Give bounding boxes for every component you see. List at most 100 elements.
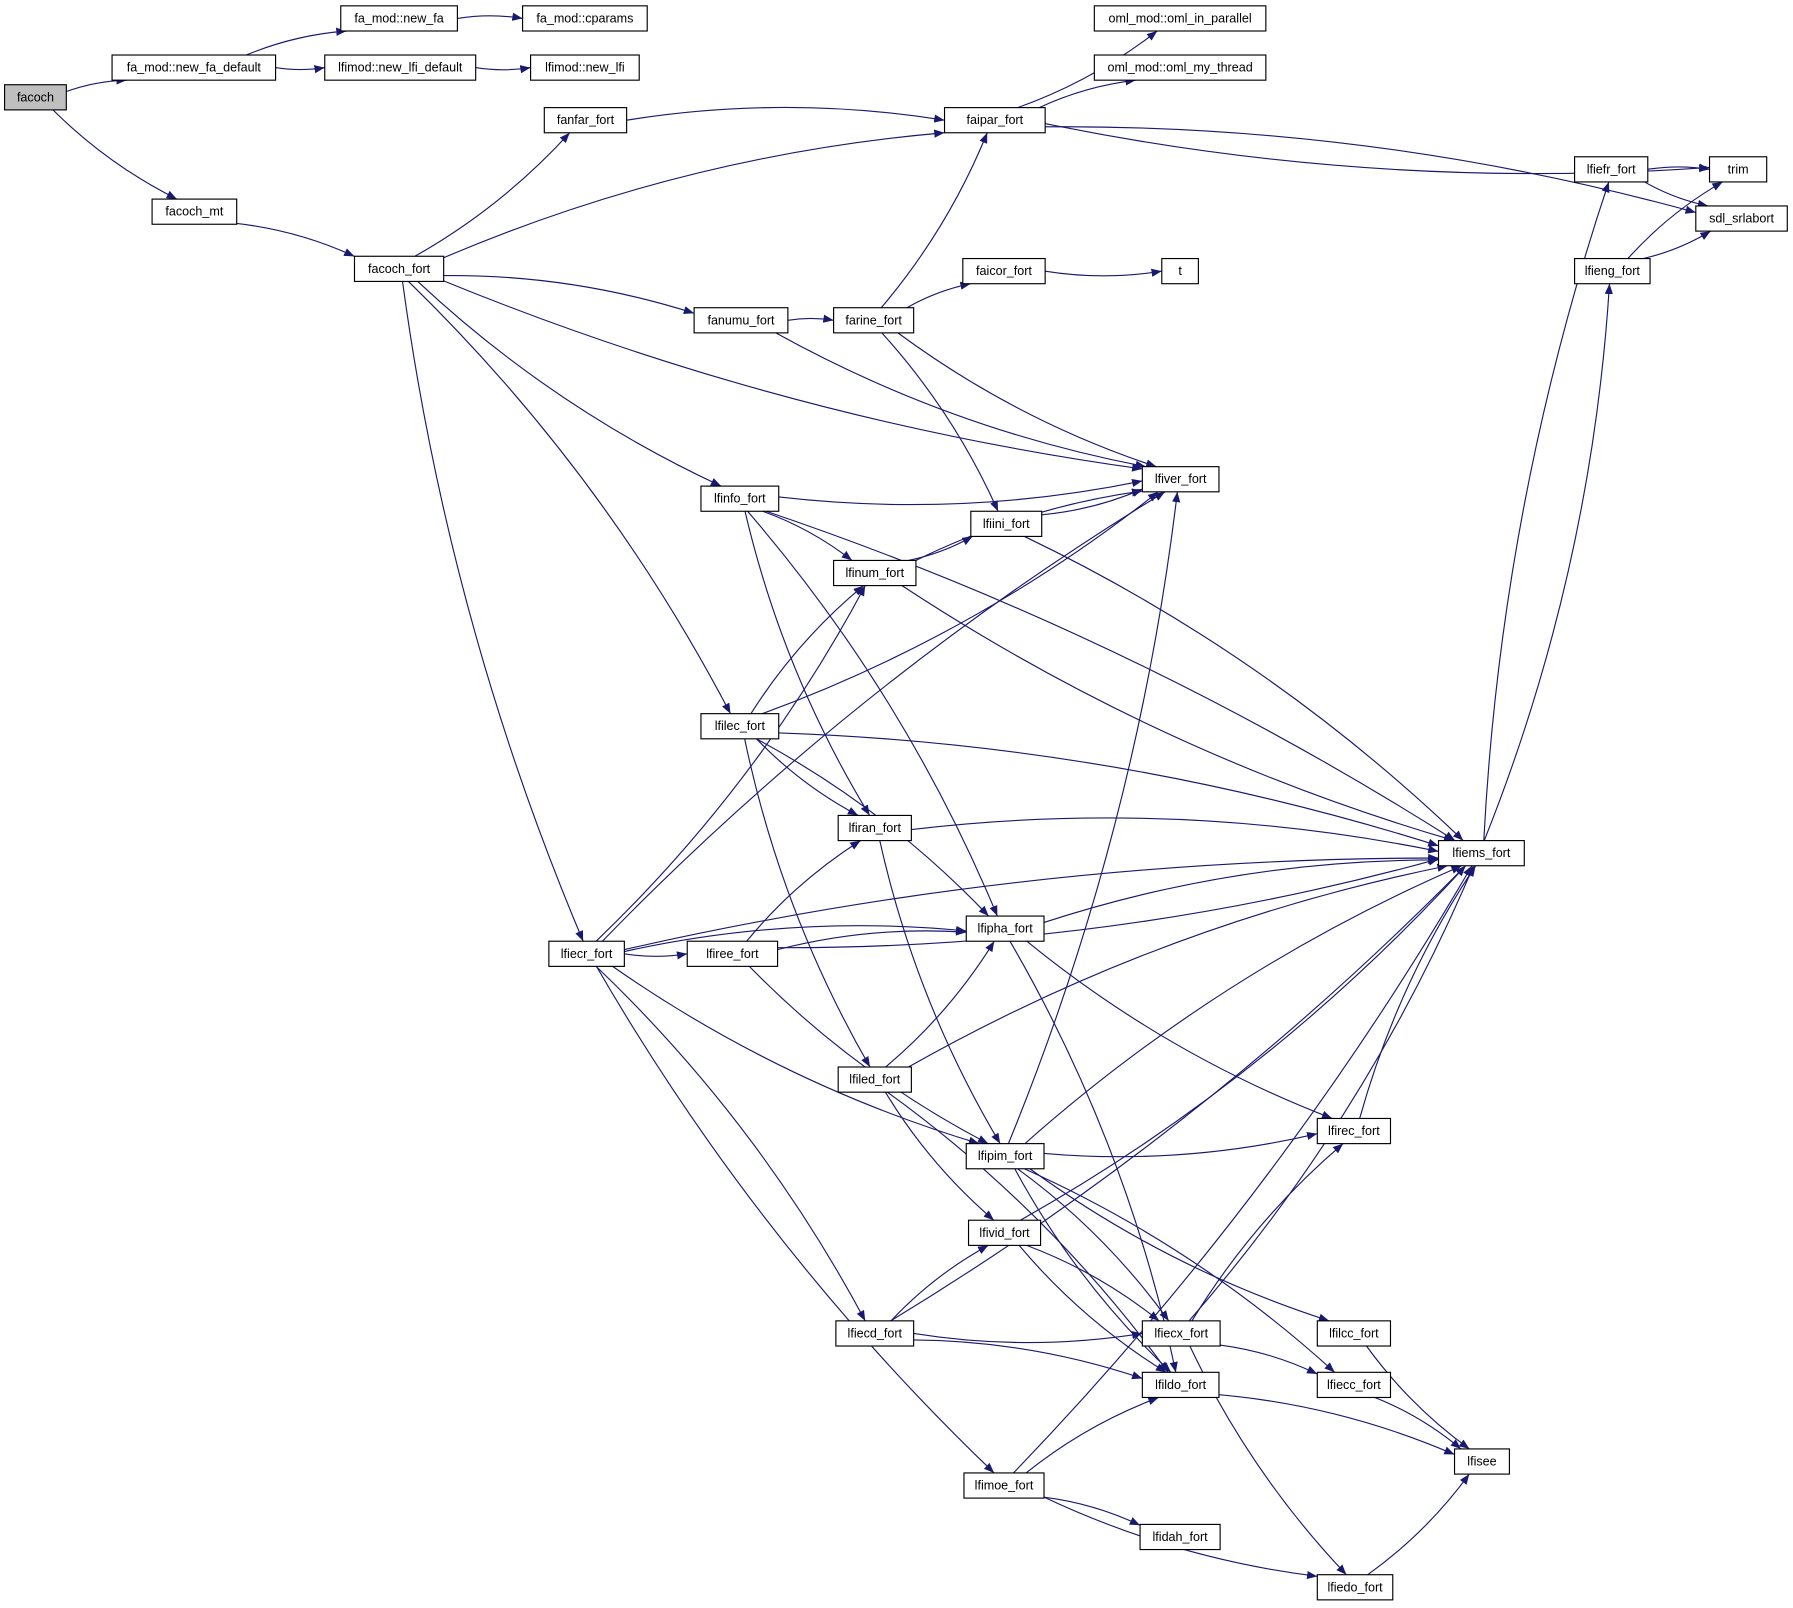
node-lfiecr-fort[interactable]: lfiecr_fort <box>548 940 625 967</box>
edge-farine-fort-to-lfiver-fort <box>897 332 1157 468</box>
edge-fa-mod-new-fa-default-to-fa-mod-new-fa <box>246 27 347 56</box>
edge-lfimod-new-lfi-default-to-lfimod-new-lfi <box>475 65 531 74</box>
node-lfiver-fort[interactable]: lfiver_fort <box>1141 466 1220 493</box>
node-faipar-fort[interactable]: faipar_fort <box>943 107 1046 134</box>
edge-lfipim-fort-to-lfildo-fort <box>1014 1168 1172 1373</box>
edge-fanfar-fort-to-faipar-fort <box>626 106 945 123</box>
edge-lfiecd-fort-to-lfivid-fort <box>890 1244 989 1322</box>
edge-lfinum-fort-to-lfiini-fort <box>908 535 973 561</box>
node-lfiecx-fort[interactable]: lfiecx_fort <box>1141 1320 1221 1347</box>
node-box <box>1437 840 1525 867</box>
node-label: lfiefr_fort <box>1587 162 1636 176</box>
edge-lfiree-fort-to-lfipim-fort <box>748 965 989 1145</box>
edge-lfiecd-fort-to-lfildo-fort <box>913 1339 1143 1380</box>
edge-lfiled-fort-to-lfiems-fort <box>908 863 1448 1068</box>
edge-lfiled-fort-to-lfivid-fort <box>884 1091 995 1221</box>
edge-lfiecr-fort-to-lfipim-fort <box>612 965 980 1145</box>
node-box <box>1139 1523 1221 1551</box>
edge-lfinfo-fort-to-lfiran-fort <box>744 511 871 816</box>
node-label: faipar_fort <box>967 113 1024 127</box>
node-lfilcc-fort[interactable]: lfilcc_fort <box>1316 1320 1392 1347</box>
node-box <box>340 5 458 32</box>
node-oml-mod-oml-in-parallel[interactable]: oml_mod::oml_in_parallel <box>1093 5 1267 32</box>
node-label: lfiecd_fort <box>848 1326 903 1340</box>
edge-lfivid-fort-to-lfildo-fort <box>1018 1245 1167 1373</box>
node-lfiran-fort[interactable]: lfiran_fort <box>837 814 912 842</box>
node-box <box>965 915 1045 942</box>
node-lfildo-fort[interactable]: lfildo_fort <box>1141 1371 1220 1399</box>
node-lfiedo-fort[interactable]: lfiedo_fort <box>1316 1574 1394 1601</box>
node-box <box>1141 1371 1220 1399</box>
node-box <box>833 307 915 334</box>
edges-layer <box>52 12 1723 1580</box>
node-trim[interactable]: trim <box>1708 156 1768 183</box>
edge-lfilec-fort-to-lfinum-fort <box>750 585 865 714</box>
edge-lfildo-fort-to-lfisee <box>1218 1394 1455 1456</box>
node-box <box>530 54 640 81</box>
node-fa-mod-new-fa[interactable]: fa_mod::new_fa <box>340 5 458 32</box>
node-t[interactable]: t <box>1161 257 1199 285</box>
node-label: fa_mod::new_fa_default <box>127 61 262 75</box>
edge-lfipim-fort-to-lfiecx-fort <box>1017 1168 1170 1322</box>
edge-lfiree-fort-to-lfiran-fort <box>746 840 861 942</box>
node-lfinum-fort[interactable]: lfinum_fort <box>833 559 917 587</box>
node-facoch-fort[interactable]: facoch_fort <box>353 255 445 282</box>
node-box <box>324 54 477 81</box>
node-lfimoe-fort[interactable]: lfimoe_fort <box>963 1472 1045 1499</box>
node-lfieng-fort[interactable]: lfieng_fort <box>1574 257 1651 285</box>
node-lfidah-fort[interactable]: lfidah_fort <box>1139 1523 1221 1551</box>
node-facoch[interactable]: facoch <box>4 84 67 111</box>
edge-lfilec-fort-to-lfiver-fort <box>762 491 1159 715</box>
edge-lfinfo-fort-to-lfipha-fort <box>747 510 998 917</box>
node-lfiefr-fort[interactable]: lfiefr_fort <box>1574 156 1649 183</box>
node-fanfar-fort[interactable]: fanfar_fort <box>543 107 628 134</box>
node-box <box>686 940 779 967</box>
node-lfinfo-fort[interactable]: lfinfo_fort <box>700 485 780 512</box>
node-fa-mod-new-fa-default[interactable]: fa_mod::new_fa_default <box>111 54 277 81</box>
edge-facoch-fort-to-lfiver-fort <box>443 280 1143 472</box>
edge-lfiecc-fort-to-lfisee <box>1374 1396 1462 1450</box>
node-lfirec-fort[interactable]: lfirec_fort <box>1316 1117 1392 1145</box>
edge-farine-fort-to-faipar-fort <box>880 132 988 309</box>
node-farine-fort[interactable]: farine_fort <box>833 307 915 334</box>
edge-facoch-to-fa-mod-new-fa-default <box>66 76 127 93</box>
node-sdl-srlabort[interactable]: sdl_srlabort <box>1695 205 1788 232</box>
node-lfimod-new-lfi[interactable]: lfimod::new_lfi <box>530 54 640 81</box>
node-lfipim-fort[interactable]: lfipim_fort <box>965 1143 1045 1170</box>
node-lfiled-fort[interactable]: lfiled_fort <box>837 1066 912 1093</box>
node-fanumu-fort[interactable]: fanumu_fort <box>693 307 789 334</box>
node-oml-mod-oml-my-thread[interactable]: oml_mod::oml_my_thread <box>1093 54 1267 81</box>
edge-lfiree-fort-to-lfipha-fort <box>777 927 967 951</box>
node-label: lfiree_fort <box>706 947 759 961</box>
node-label: lfipha_fort <box>978 922 1034 936</box>
node-lfiini-fort[interactable]: lfiini_fort <box>970 510 1043 537</box>
edge-lfiecx-fort-to-lfiems-fort <box>1188 865 1475 1322</box>
node-lfimod-new-lfi-default[interactable]: lfimod::new_lfi_default <box>324 54 477 81</box>
node-lfiecd-fort[interactable]: lfiecd_fort <box>835 1320 915 1347</box>
edge-facoch-to-facoch-mt <box>52 109 178 200</box>
node-lfivid-fort[interactable]: lfivid_fort <box>967 1219 1042 1246</box>
node-label: lfiled_fort <box>849 1073 900 1087</box>
node-lfilec-fort[interactable]: lfilec_fort <box>700 713 780 740</box>
edge-lfimoe-fort-to-lfildo-fort <box>1025 1396 1159 1474</box>
node-facoch-mt[interactable]: facoch_mt <box>151 198 238 225</box>
node-label: lfiems_fort <box>1452 846 1510 860</box>
node-box <box>548 940 625 967</box>
edge-lfiecr-fort-to-lfiems-fort <box>624 853 1439 951</box>
node-lfiree-fort[interactable]: lfiree_fort <box>686 940 779 967</box>
node-label: fa_mod::new_fa <box>354 11 443 25</box>
node-label: facoch_mt <box>165 205 223 219</box>
node-fa-mod-cparams[interactable]: fa_mod::cparams <box>522 5 648 32</box>
node-label: fanumu_fort <box>707 313 775 327</box>
edge-facoch-fort-to-fanfar-fort <box>414 132 571 257</box>
node-lfisee[interactable]: lfisee <box>1453 1448 1510 1475</box>
node-lfipha-fort[interactable]: lfipha_fort <box>965 915 1045 942</box>
node-box <box>943 107 1046 134</box>
edge-lfiree-fort-to-lfiems-fort <box>777 857 1439 949</box>
edge-lfiefr-fort-to-sdl-srlabort <box>1644 181 1709 208</box>
node-faicor-fort[interactable]: faicor_fort <box>962 257 1046 285</box>
node-lfiecc-fort[interactable]: lfiecc_fort <box>1316 1371 1392 1399</box>
edge-lfiecd-fort-to-lfiems-fort <box>890 865 1466 1322</box>
node-lfiems-fort[interactable]: lfiems_fort <box>1437 840 1525 867</box>
